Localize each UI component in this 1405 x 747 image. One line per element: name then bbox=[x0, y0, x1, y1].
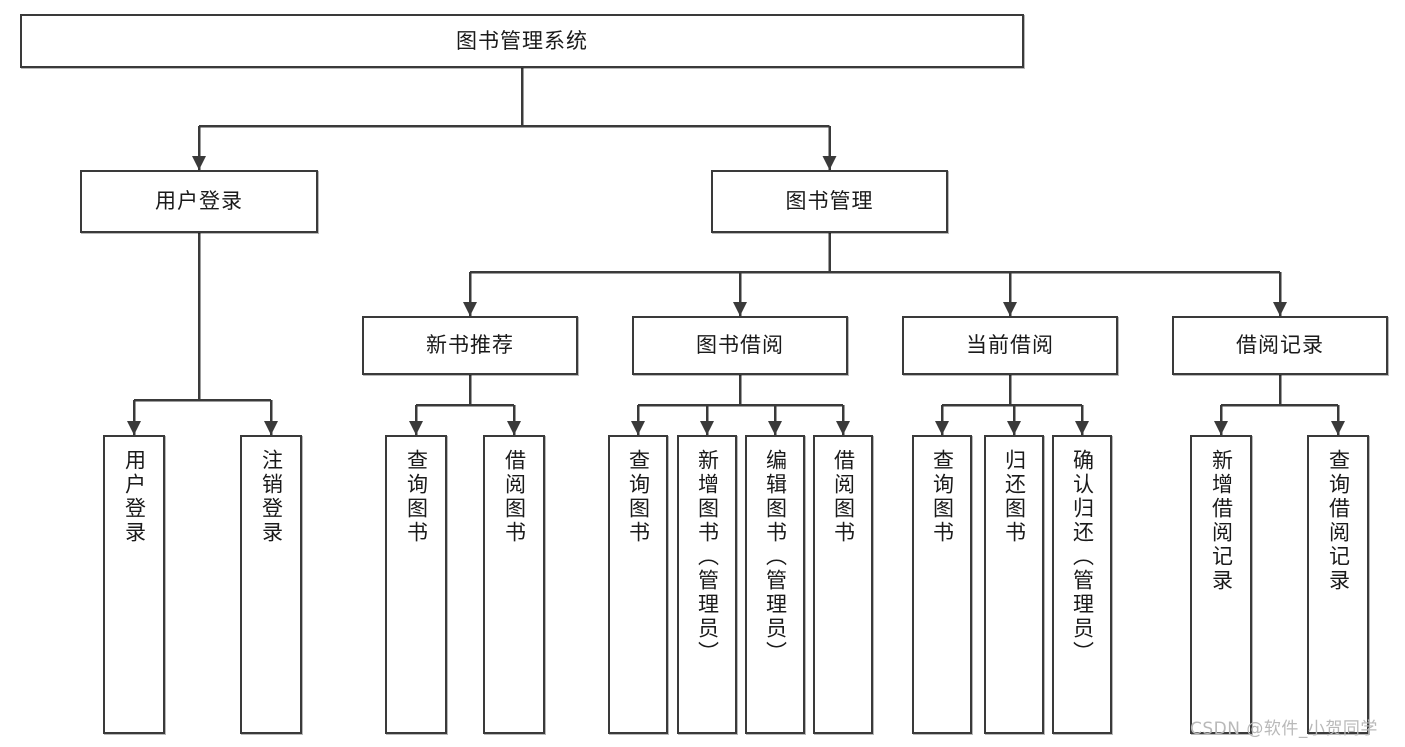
node-leaf1[interactable]: 用户登录 bbox=[103, 435, 165, 734]
arrowhead-login bbox=[192, 156, 206, 170]
node-label: 注销登录 bbox=[259, 449, 284, 545]
node-leaf12[interactable]: 新增借阅记录 bbox=[1190, 435, 1252, 734]
arrowhead-current bbox=[1003, 302, 1017, 316]
node-leaf7[interactable]: 编辑图书（管理员） bbox=[745, 435, 805, 734]
node-records[interactable]: 借阅记录 bbox=[1172, 316, 1388, 375]
node-leaf11[interactable]: 确认归还（管理员） bbox=[1052, 435, 1112, 734]
node-borrow[interactable]: 图书借阅 bbox=[632, 316, 848, 375]
arrowhead-leaf7 bbox=[768, 421, 782, 435]
node-leaf4[interactable]: 借阅图书 bbox=[483, 435, 545, 734]
node-label: 借阅图书 bbox=[502, 449, 527, 545]
node-leaf8[interactable]: 借阅图书 bbox=[813, 435, 873, 734]
arrowhead-leaf4 bbox=[507, 421, 521, 435]
node-label: 新增图书（管理员） bbox=[695, 449, 720, 665]
node-label: 用户登录 bbox=[122, 449, 147, 545]
node-label: 图书管理系统 bbox=[456, 28, 588, 53]
node-label: 查询图书 bbox=[930, 449, 955, 545]
node-root[interactable]: 图书管理系统 bbox=[20, 14, 1024, 68]
node-leaf13[interactable]: 查询借阅记录 bbox=[1307, 435, 1369, 734]
node-label: 确认归还（管理员） bbox=[1070, 449, 1095, 665]
arrowhead-leaf2 bbox=[264, 421, 278, 435]
node-bookmgmt[interactable]: 图书管理 bbox=[711, 170, 948, 233]
node-leaf2[interactable]: 注销登录 bbox=[240, 435, 302, 734]
node-leaf3[interactable]: 查询图书 bbox=[385, 435, 447, 734]
node-label: 查询借阅记录 bbox=[1326, 449, 1351, 593]
node-label: 借阅图书 bbox=[831, 449, 856, 545]
arrowhead-bookmgmt bbox=[822, 156, 837, 170]
arrowhead-leaf8 bbox=[836, 421, 850, 435]
node-leaf6[interactable]: 新增图书（管理员） bbox=[677, 435, 737, 734]
arrowhead-leaf9 bbox=[935, 421, 949, 435]
arrowhead-borrow bbox=[733, 302, 747, 316]
node-label: 图书管理 bbox=[785, 189, 874, 214]
node-label: 当前借阅 bbox=[966, 333, 1054, 358]
node-label: 图书借阅 bbox=[696, 333, 784, 358]
arrowhead-leaf10 bbox=[1007, 421, 1021, 435]
node-label: 查询图书 bbox=[404, 449, 429, 545]
arrowhead-leaf5 bbox=[631, 421, 645, 435]
arrowhead-records bbox=[1273, 302, 1287, 316]
node-login[interactable]: 用户登录 bbox=[80, 170, 318, 233]
node-newbook[interactable]: 新书推荐 bbox=[362, 316, 578, 375]
arrowhead-newbook bbox=[463, 302, 477, 316]
arrowhead-leaf13 bbox=[1331, 421, 1345, 435]
arrowhead-leaf11 bbox=[1075, 421, 1089, 435]
node-leaf5[interactable]: 查询图书 bbox=[608, 435, 668, 734]
node-label: 查询图书 bbox=[626, 449, 651, 545]
node-label: 新书推荐 bbox=[426, 333, 514, 358]
arrowhead-leaf3 bbox=[409, 421, 423, 435]
node-current[interactable]: 当前借阅 bbox=[902, 316, 1118, 375]
node-label: 用户登录 bbox=[155, 189, 243, 214]
arrowhead-leaf6 bbox=[700, 421, 714, 435]
node-leaf9[interactable]: 查询图书 bbox=[912, 435, 972, 734]
node-leaf10[interactable]: 归还图书 bbox=[984, 435, 1044, 734]
node-label: 新增借阅记录 bbox=[1209, 449, 1234, 593]
node-label: 编辑图书（管理员） bbox=[763, 449, 788, 665]
node-label: 借阅记录 bbox=[1236, 333, 1324, 358]
node-label: 归还图书 bbox=[1002, 449, 1027, 545]
arrowhead-leaf12 bbox=[1214, 421, 1228, 435]
arrowhead-leaf1 bbox=[127, 421, 141, 435]
